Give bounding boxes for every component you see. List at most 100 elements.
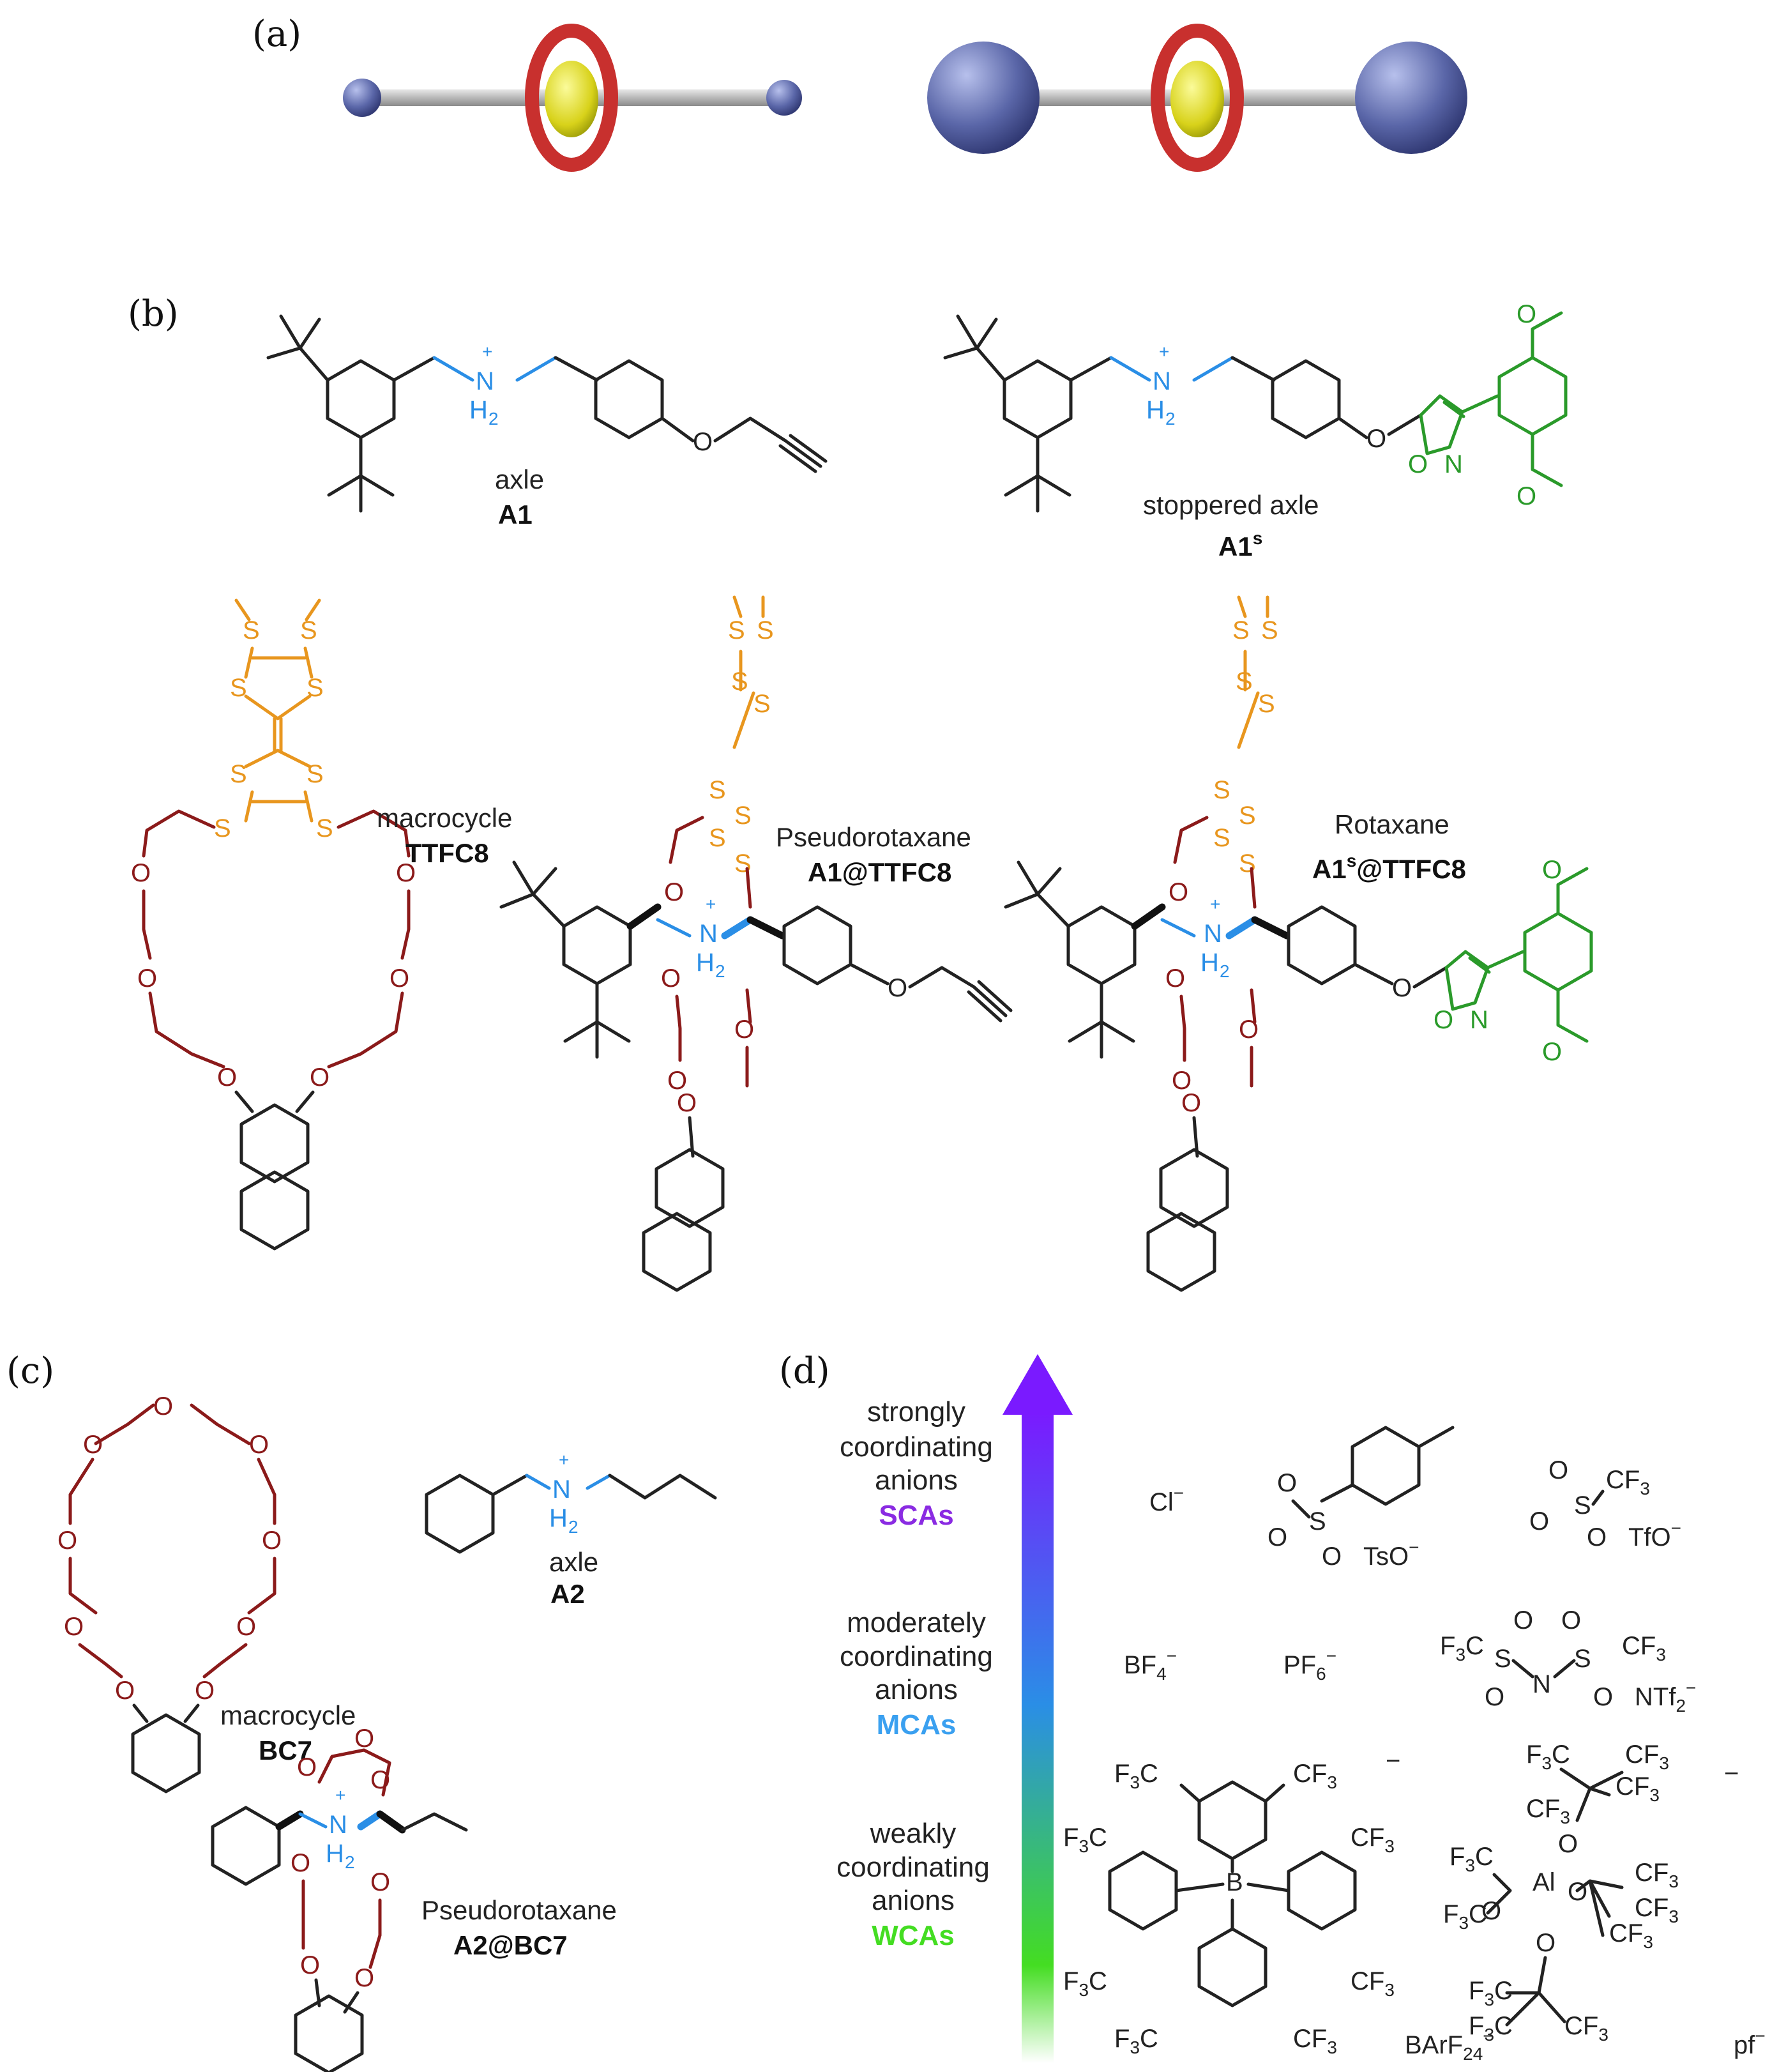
svg-text:O: O: [291, 1849, 310, 1877]
svg-text:O: O: [354, 1964, 374, 1992]
anion-ntf2-structure: F3C S O O N S O O CF3: [1440, 1606, 1666, 1711]
svg-text:H: H: [326, 1840, 344, 1868]
structure-ttfc8: S S S S S S S S O O O O O O: [131, 598, 416, 1249]
svg-text:+: +: [1159, 342, 1169, 362]
structure-a1s-ttfc8: S S S S S S S S O N + H 2 O O N O O O: [1004, 595, 1593, 1290]
svg-text:O: O: [1517, 300, 1536, 328]
svg-text:O: O: [262, 1527, 282, 1555]
svg-text:O: O: [1434, 1006, 1453, 1034]
anion-barf: BArF24−: [1405, 2026, 1494, 2064]
ttfc8-name: macrocycle: [377, 803, 512, 833]
panel-label-c: (c): [6, 1350, 54, 1392]
svg-text:O: O: [57, 1527, 77, 1555]
svg-text:2: 2: [1165, 409, 1176, 429]
svg-text:CF3: CF3: [1609, 1919, 1653, 1952]
pseudorotaxane-cartoon: [343, 24, 802, 172]
svg-text:S: S: [1574, 1645, 1591, 1673]
svg-text:strongly: strongly: [867, 1396, 965, 1428]
a1s-code: A1s: [1218, 528, 1262, 561]
a1-name: axle: [495, 464, 544, 494]
svg-text:O: O: [664, 878, 684, 906]
svg-text:O: O: [297, 1753, 317, 1781]
svg-text:+: +: [335, 1785, 345, 1805]
svg-text:O: O: [677, 1089, 697, 1117]
svg-text:F3C: F3C: [1449, 1843, 1494, 1875]
anion-ntf2: NTf2−: [1635, 1678, 1696, 1716]
anion-tfo: TfO−: [1628, 1518, 1681, 1551]
svg-text:B: B: [1226, 1868, 1243, 1896]
svg-text:F3C: F3C: [1443, 1900, 1487, 1933]
svg-text:Al: Al: [1532, 1868, 1555, 1896]
svg-text:O: O: [1558, 1830, 1578, 1858]
svg-text:CF3: CF3: [1351, 1824, 1395, 1856]
svg-text:CF3: CF3: [1616, 1772, 1660, 1805]
svg-text:S: S: [243, 616, 260, 644]
svg-text:S: S: [1574, 1491, 1591, 1520]
svg-text:S: S: [1239, 802, 1256, 830]
svg-text:O: O: [1366, 425, 1386, 453]
svg-text:F3C: F3C: [1114, 2025, 1158, 2057]
svg-text:2: 2: [488, 409, 499, 429]
svg-text:O: O: [661, 964, 681, 993]
svg-text:S: S: [1213, 824, 1230, 852]
structure-bc7: O O O O O O O O O: [57, 1392, 282, 1792]
svg-text:F3C: F3C: [1526, 1741, 1570, 1773]
svg-text:−: −: [1724, 1760, 1739, 1788]
svg-text:O: O: [137, 964, 157, 993]
svg-text:CF3: CF3: [1625, 1741, 1669, 1773]
a1s-name: stoppered axle: [1143, 490, 1319, 520]
anion-tso-structure: S O O O: [1268, 1426, 1455, 1571]
svg-text:O: O: [236, 1613, 256, 1641]
svg-text:SCAs: SCAs: [879, 1500, 953, 1531]
svg-text:S: S: [757, 616, 774, 644]
svg-text:S: S: [728, 616, 745, 644]
svg-text:+: +: [706, 894, 716, 914]
svg-text:CF3: CF3: [1526, 1795, 1570, 1827]
structure-a1-ttfc8: S S S S S S S S O N + H 2 O O O O O: [499, 595, 1013, 1290]
svg-text:2: 2: [345, 1852, 355, 1872]
svg-text:S: S: [1494, 1645, 1511, 1673]
svg-text:O: O: [310, 1063, 329, 1092]
wca-label: weakly coordinating anions WCAs: [836, 1818, 990, 1951]
svg-text:CF3: CF3: [1564, 2012, 1608, 2045]
svg-text:anions: anions: [875, 1465, 958, 1496]
svg-text:O: O: [195, 1677, 215, 1705]
svg-text:O: O: [1587, 1523, 1607, 1551]
svg-text:coordinating: coordinating: [840, 1641, 993, 1672]
svg-text:N: N: [1153, 367, 1171, 395]
svg-text:N: N: [552, 1475, 571, 1504]
svg-text:F3C: F3C: [1063, 1824, 1107, 1856]
svg-text:N: N: [699, 920, 718, 948]
svg-text:H: H: [696, 948, 715, 977]
mca-label: moderately coordinating anions MCAs: [840, 1607, 993, 1741]
svg-text:weakly: weakly: [870, 1818, 957, 1849]
svg-text:O: O: [1181, 1089, 1201, 1117]
svg-text:O: O: [1542, 1038, 1562, 1066]
svg-text:F3C: F3C: [1063, 1967, 1107, 2000]
svg-text:O: O: [1169, 878, 1188, 906]
svg-text:CF3: CF3: [1293, 1760, 1337, 1792]
sca-label: strongly coordinating anions SCAs: [840, 1396, 993, 1531]
svg-text:coordinating: coordinating: [840, 1431, 993, 1463]
svg-text:O: O: [667, 1067, 687, 1095]
svg-text:WCAs: WCAs: [872, 1920, 955, 1951]
svg-text:N: N: [1532, 1670, 1551, 1698]
svg-text:S: S: [230, 674, 247, 702]
svg-text:S: S: [230, 760, 247, 788]
anion-pf-structure: Al O O O O CF3 F3C CF3 CF3 F3C F3C CF3 C…: [1443, 1741, 1739, 2045]
svg-text:−: −: [1386, 1747, 1400, 1775]
svg-text:O: O: [1268, 1523, 1287, 1551]
svg-text:O: O: [1392, 974, 1412, 1002]
svg-text:F3C: F3C: [1114, 1760, 1158, 1792]
svg-text:2: 2: [715, 961, 725, 981]
structure-a1s: N + H 2 O O N O O: [943, 300, 1568, 513]
a2-bc7-code: A2@BC7: [453, 1930, 568, 1960]
svg-text:O: O: [115, 1677, 135, 1705]
panel-label-b: (b): [128, 293, 179, 335]
svg-text:O: O: [64, 1613, 84, 1641]
svg-text:O: O: [83, 1431, 103, 1459]
svg-text:S: S: [1309, 1507, 1326, 1535]
svg-text:F3C: F3C: [1469, 1977, 1513, 2009]
svg-text:2: 2: [568, 1517, 579, 1537]
anion-pf: pf−: [1734, 2026, 1766, 2059]
